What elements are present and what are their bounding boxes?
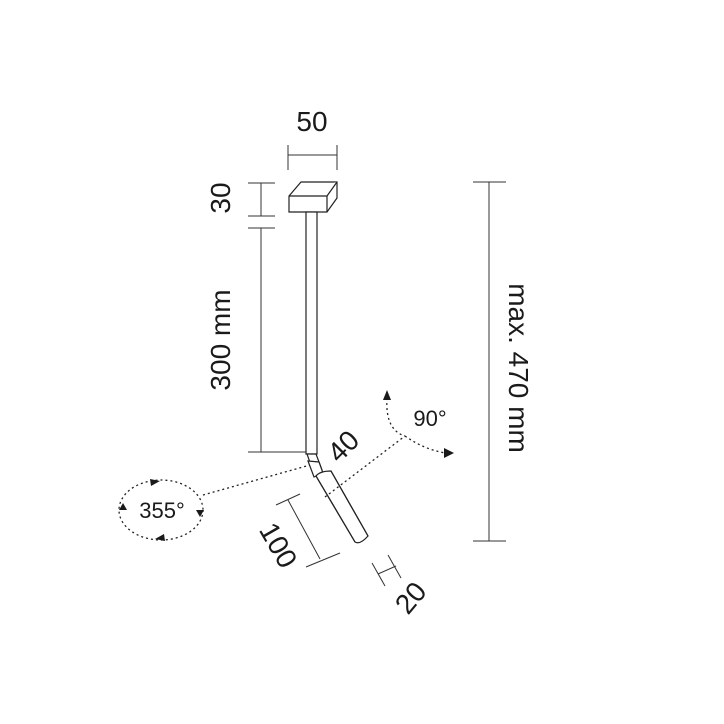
head-length-label: 100 [253, 517, 303, 573]
joint-label: 40 [321, 424, 365, 468]
horizontal-rotation-label: 355° [139, 498, 185, 523]
head-length-dimension [275, 493, 341, 568]
mount-height-label: 30 [205, 182, 236, 213]
vertical-tilt-indicator [386, 397, 447, 454]
head-diameter-label: 20 [389, 576, 433, 620]
height-dimension-line [248, 182, 308, 453]
rod-length-label: 300 mm [205, 289, 236, 390]
mount-width-label: 50 [296, 106, 327, 137]
total-length-label: max. 470 mm [503, 283, 534, 453]
rotation-arrow-icon [119, 503, 127, 510]
rod [305, 211, 318, 455]
total-length-dimension [473, 181, 506, 542]
rotation-arrow-icon [196, 510, 204, 517]
vertical-tilt-label: 90° [413, 406, 446, 431]
spot-head [315, 470, 369, 544]
track-adapter [288, 181, 338, 213]
tilt-arrow-icon [383, 390, 391, 400]
rotation-arrow-icon [155, 534, 165, 541]
rotation-arrow-icon [150, 479, 160, 486]
mount-width-dimension [287, 145, 338, 170]
head-diameter-dimension [371, 554, 402, 587]
tilt-arrow-icon [444, 448, 454, 458]
